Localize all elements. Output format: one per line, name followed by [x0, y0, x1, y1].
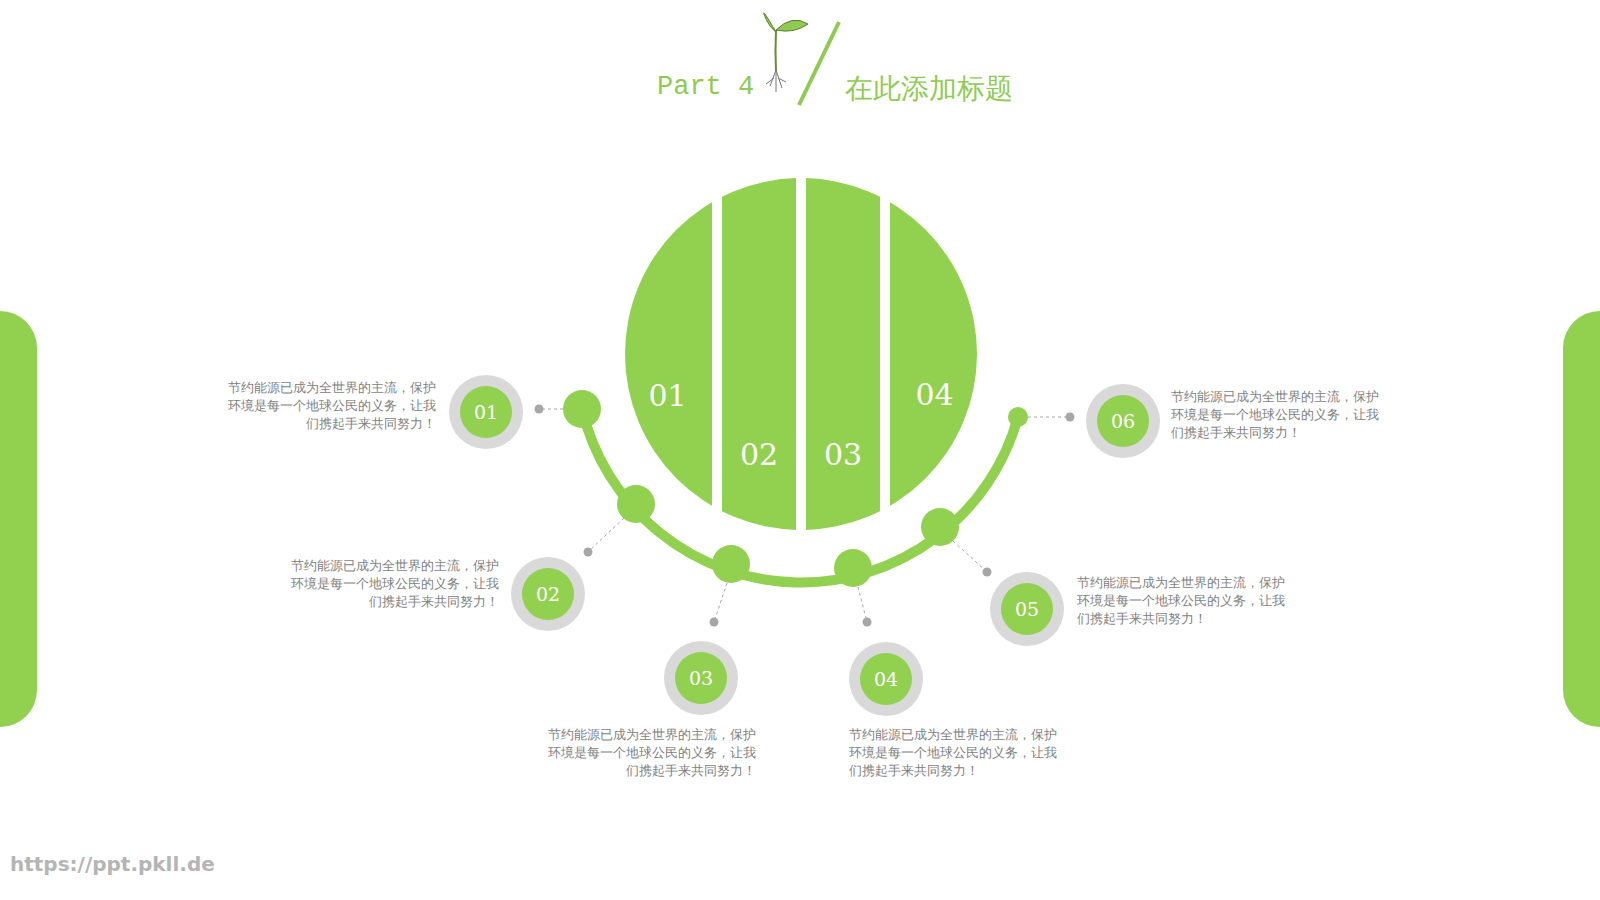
strip-number: 02 [722, 438, 796, 472]
step-number: 02 [510, 556, 586, 632]
step-circle: 06 [1085, 383, 1161, 459]
strip-number: 01 [623, 379, 712, 413]
description-text: 节约能源已成为全世界的主流，保护环境是每一个地球公民的义务，让我们携起手来共同努… [224, 379, 436, 433]
title-slash [799, 22, 839, 105]
description-text: 节约能源已成为全世界的主流，保护环境是每一个地球公民的义务，让我们携起手来共同努… [1171, 388, 1383, 442]
strip-shape [722, 178, 796, 530]
leader-dots [535, 405, 1075, 627]
pie-strip: 04 [890, 178, 979, 530]
step-circle: 05 [989, 571, 1065, 647]
step-number: 03 [663, 640, 739, 716]
description-text: 节约能源已成为全世界的主流，保护环境是每一个地球公民的义务，让我们携起手来共同努… [287, 557, 499, 611]
step-circle: 01 [448, 374, 524, 450]
strip-shape [806, 178, 880, 530]
description-text: 节约能源已成为全世界的主流，保护环境是每一个地球公民的义务，让我们携起手来共同努… [849, 726, 1061, 780]
slide-title: 在此添加标题 [845, 70, 1013, 108]
step-number: 06 [1085, 383, 1161, 459]
step-circle: 04 [848, 641, 924, 717]
strip-number: 04 [890, 378, 979, 412]
strip-shape [890, 178, 979, 530]
step-number: 01 [448, 374, 524, 450]
step-number: 05 [989, 571, 1065, 647]
side-bar [1563, 311, 1600, 727]
pie-strip: 02 [722, 178, 796, 530]
side-bar [0, 311, 37, 727]
step-circle: 03 [663, 640, 739, 716]
step-circle: 02 [510, 556, 586, 632]
strip-shape [623, 178, 712, 530]
step-number: 04 [848, 641, 924, 717]
description-text: 节约能源已成为全世界的主流，保护环境是每一个地球公民的义务，让我们携起手来共同努… [544, 726, 756, 780]
description-text: 节约能源已成为全世界的主流，保护环境是每一个地球公民的义务，让我们携起手来共同努… [1077, 574, 1289, 628]
part-label: Part 4 [657, 72, 754, 102]
strip-number: 03 [806, 438, 880, 472]
seedling-icon [764, 13, 808, 92]
leader-lines [539, 409, 1070, 622]
watermark: https://ppt.pkll.de [10, 852, 215, 876]
pie-strip: 03 [806, 178, 880, 530]
pie-strip: 01 [623, 178, 712, 530]
